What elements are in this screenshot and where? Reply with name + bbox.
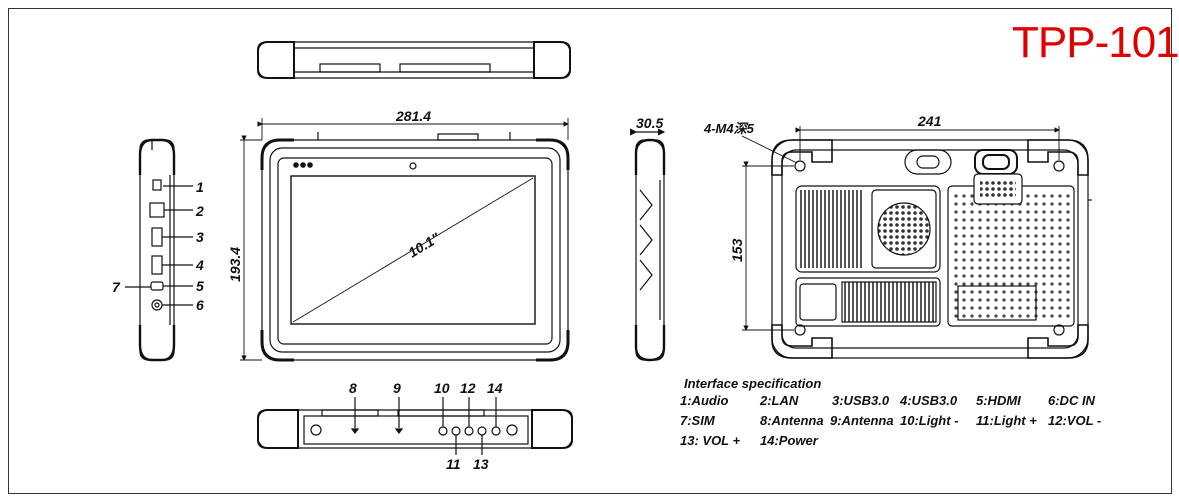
interface-item: 11:Light + bbox=[976, 413, 1037, 428]
port-label-1: 1 bbox=[196, 179, 204, 195]
side-view-right bbox=[630, 128, 666, 362]
screen-size: 10.1" bbox=[405, 229, 443, 260]
interface-item: 12:VOL - bbox=[1048, 413, 1102, 428]
height-dimension: 193.4 bbox=[227, 247, 243, 282]
bottom-view bbox=[257, 397, 573, 455]
screw-spec: 4-M4深5 bbox=[703, 121, 755, 136]
back-height-dimension: 153 bbox=[729, 238, 745, 262]
interface-item: 1:Audio bbox=[680, 393, 729, 408]
drawing-frame bbox=[8, 8, 1172, 494]
top-view bbox=[257, 41, 571, 79]
port-label-6: 6 bbox=[196, 297, 204, 313]
back-dimensions bbox=[741, 126, 1060, 331]
interface-item: 5:HDMI bbox=[976, 393, 1021, 408]
model-title: TPP-101 bbox=[1012, 18, 1179, 67]
port-label-2: 2 bbox=[195, 203, 204, 219]
interface-title: Interface specification bbox=[684, 376, 822, 391]
front-view bbox=[260, 132, 570, 362]
interface-item: 6:DC IN bbox=[1048, 393, 1095, 408]
width-dimension: 281.4 bbox=[395, 108, 431, 124]
back-view bbox=[771, 139, 1092, 359]
interface-item: 14:Power bbox=[760, 433, 818, 448]
port-label-3: 3 bbox=[196, 229, 204, 245]
back-width-dimension: 241 bbox=[917, 113, 942, 129]
interface-item: 3:USB3.0 bbox=[832, 393, 890, 408]
port-label-8: 8 bbox=[349, 380, 357, 396]
front-dimensions bbox=[240, 118, 569, 361]
interface-item: 2:LAN bbox=[760, 393, 799, 408]
port-label-9: 9 bbox=[393, 380, 401, 396]
port-label-10: 10 bbox=[434, 380, 450, 396]
interface-item: 7:SIM bbox=[680, 413, 715, 428]
port-label-7: 7 bbox=[112, 279, 121, 295]
interface-item: 4:USB3.0 bbox=[900, 393, 958, 408]
port-label-11: 11 bbox=[446, 456, 461, 472]
port-label-14: 14 bbox=[487, 380, 503, 396]
interface-item: 13: VOL + bbox=[680, 433, 741, 448]
port-label-13: 13 bbox=[473, 456, 489, 472]
interface-item: 10:Light - bbox=[900, 413, 959, 428]
port-label-5: 5 bbox=[196, 278, 204, 294]
port-label-4: 4 bbox=[195, 257, 204, 273]
side-view-left bbox=[125, 138, 193, 362]
interface-item: 9:Antenna bbox=[830, 413, 894, 428]
interface-item: 8:Antenna bbox=[760, 413, 824, 428]
depth-dimension: 30.5 bbox=[636, 115, 663, 131]
port-label-12: 12 bbox=[460, 380, 476, 396]
